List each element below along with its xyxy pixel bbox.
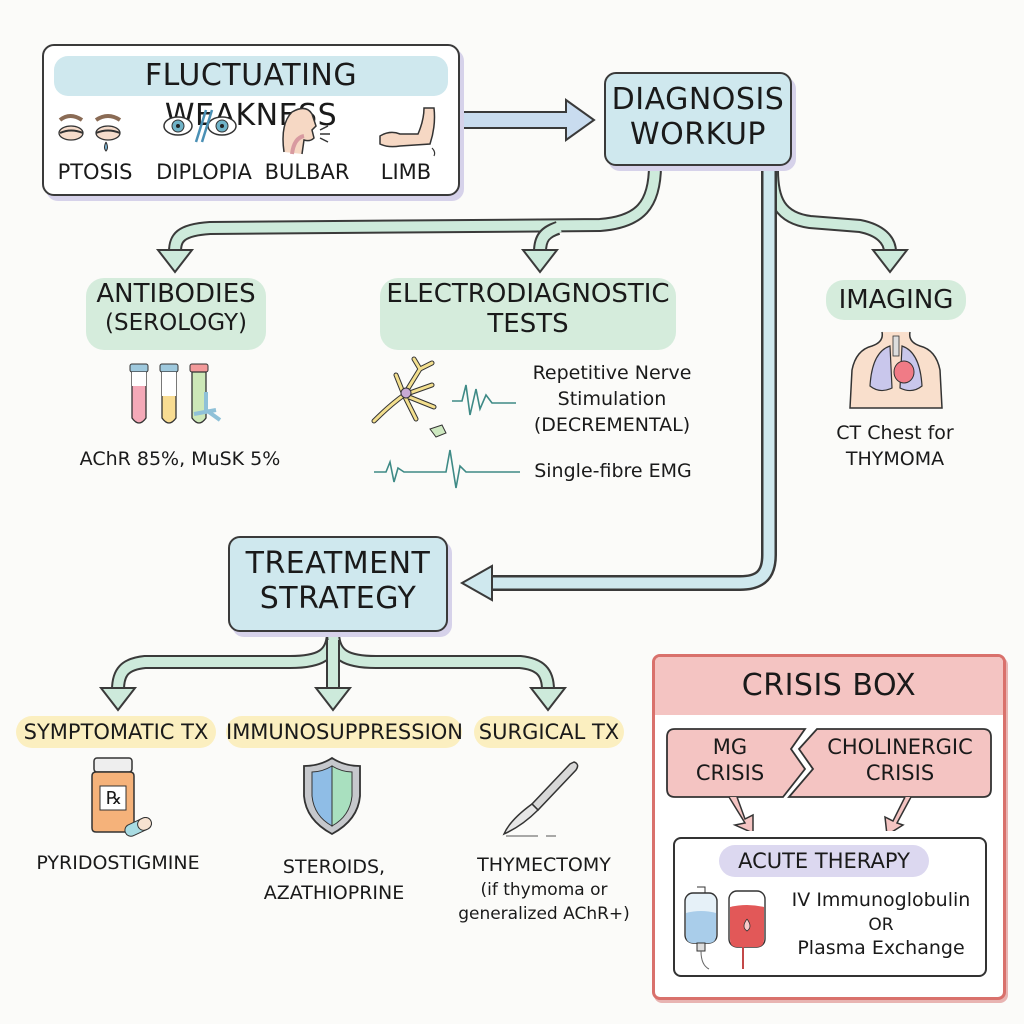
branch-title-immunosuppression: IMMUNOSUPPRESSION bbox=[226, 716, 463, 748]
chest-lungs-icon bbox=[849, 331, 943, 409]
therapy-or: OR bbox=[868, 915, 894, 935]
symptomatic-drug: PYRIDOSTIGMINE bbox=[36, 852, 200, 874]
surgical-line2: (if thymoma or bbox=[480, 880, 608, 900]
branch-title-symptomatic: SYMPTOMATIC TX bbox=[16, 716, 216, 748]
imaging-title: IMAGING bbox=[826, 280, 966, 320]
crisis-header: CRISIS BOX bbox=[655, 657, 1003, 715]
surgical-line3: generalized AChR+) bbox=[458, 904, 630, 924]
rns-line2: Stimulation bbox=[557, 388, 667, 410]
drooping-eyes-icon bbox=[58, 114, 122, 152]
branch-title-surgical: SURGICAL TX bbox=[474, 716, 624, 748]
electro-title-line2: TESTS bbox=[487, 308, 569, 339]
iv-bags-icon bbox=[684, 886, 766, 970]
antibodies-title: ANTIBODIES (SEROLOGY) bbox=[86, 278, 266, 350]
treatment-title-line2: STRATEGY bbox=[259, 581, 417, 616]
diagnosis-workup-box: DIAGNOSIS WORKUP bbox=[604, 72, 792, 166]
immuno-drug-line1: STEROIDS, bbox=[282, 856, 386, 878]
emg-waveform-icon bbox=[374, 449, 520, 489]
rns-line1: Repetitive Nerve bbox=[532, 362, 692, 384]
cholinergic-crisis-line1: CHOLINERGIC bbox=[827, 735, 973, 759]
antibodies-caption: AChR 85%, MuSK 5% bbox=[79, 448, 281, 470]
acute-therapy-title: ACUTE THERAPY bbox=[719, 845, 929, 877]
symptoms-title: FLUCTUATING WEAKNESS bbox=[54, 56, 448, 133]
treatment-title-line1: TREATMENT bbox=[245, 546, 431, 581]
mg-crisis-line1: MG bbox=[712, 735, 748, 759]
imaging-caption-line1: CT Chest for bbox=[836, 422, 954, 444]
shield-icon bbox=[303, 756, 361, 836]
rx-symbol: ℞ bbox=[105, 788, 123, 809]
rns-line3: (DECREMENTAL) bbox=[533, 414, 691, 436]
therapy-plasma-exchange: Plasma Exchange bbox=[797, 937, 965, 959]
crisis-box: CRISIS BOX MG CRISIS CHOLINERGIC CRISIS … bbox=[652, 654, 1006, 1000]
antibodies-title-line1: ANTIBODIES bbox=[96, 279, 256, 309]
head-throat-icon bbox=[282, 107, 330, 155]
scalpel-icon bbox=[502, 761, 579, 837]
symptoms-box: FLUCTUATING WEAKNESS PTOSIS DIPLOPIA BUL… bbox=[42, 44, 460, 196]
electro-title: ELECTRODIAGNOSTIC TESTS bbox=[380, 278, 676, 350]
crisis-types-shape bbox=[666, 728, 992, 831]
diagnosis-title-line1: DIAGNOSIS bbox=[611, 82, 785, 117]
symptom-label-diplopia: DIPLOPIA bbox=[156, 160, 252, 184]
cholinergic-crisis-line2: CRISIS bbox=[865, 761, 935, 785]
double-vision-eyes-icon bbox=[163, 109, 237, 143]
symptom-label-ptosis: PTOSIS bbox=[57, 160, 133, 184]
crisis-title: CRISIS BOX bbox=[741, 668, 917, 703]
therapy-ivig: IV Immunoglobulin bbox=[791, 889, 971, 911]
diagnosis-title-line2: WORKUP bbox=[629, 117, 767, 152]
mg-crisis-line2: CRISIS bbox=[695, 761, 765, 785]
imaging-caption-line2: THYMOMA bbox=[845, 448, 945, 470]
arrow-diagnosis-to-imaging bbox=[765, 169, 910, 274]
surgical-line1: THYMECTOMY bbox=[477, 854, 611, 876]
arrow-diagnosis-to-treatment bbox=[459, 165, 777, 602]
test-tubes-icon bbox=[129, 363, 222, 424]
pill-bottle-icon: ℞ bbox=[88, 756, 152, 840]
acute-therapy-box: ACUTE THERAPY IV Immunoglobulin OR Plasm… bbox=[673, 837, 987, 977]
antibodies-title-line2: (SEROLOGY) bbox=[105, 309, 247, 336]
electro-title-line1: ELECTRODIAGNOSTIC bbox=[386, 279, 670, 309]
arrow-symptoms-to-diagnosis bbox=[461, 98, 596, 142]
symptom-label-bulbar: BULBAR bbox=[264, 160, 350, 184]
arrow-treatment-to-branches bbox=[98, 631, 568, 712]
treatment-strategy-box: TREATMENT STRATEGY bbox=[228, 536, 448, 632]
arm-icon bbox=[379, 107, 436, 157]
immuno-drug-line2: AZATHIOPRINE bbox=[263, 882, 405, 904]
arrow-diagnosis-to-tests bbox=[155, 158, 662, 274]
symptom-label-limb: LIMB bbox=[380, 160, 432, 184]
emg-label: Single-fibre EMG bbox=[534, 460, 692, 482]
neuron-waveform-icon bbox=[371, 356, 516, 438]
